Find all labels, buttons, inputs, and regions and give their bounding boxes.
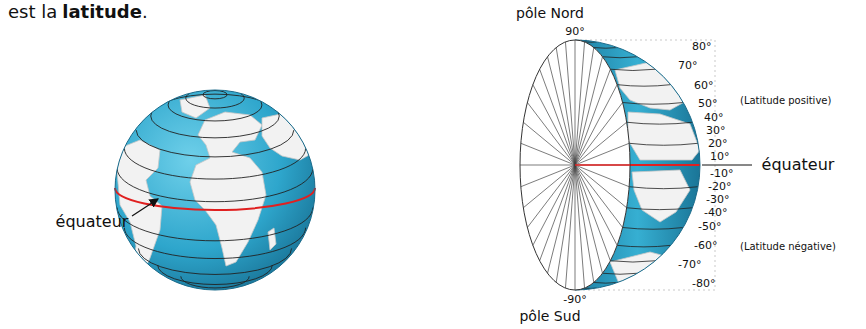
parallel-line (629, 143, 698, 145)
meridian-line (527, 103, 575, 166)
meridian-line (548, 165, 576, 273)
parallel-line (610, 69, 655, 70)
parallel-line (617, 85, 671, 87)
parallel-line (117, 208, 313, 241)
parallel-line (617, 245, 671, 247)
degree-label: 40° (704, 112, 724, 124)
parallel-line (168, 89, 262, 121)
meridian-line (575, 165, 576, 290)
equator-label: équateur (762, 156, 835, 174)
parallel-line (623, 103, 684, 105)
pole-label: pôle Nord (516, 6, 584, 21)
parallel-line (603, 57, 638, 58)
degree-label: 10° (710, 151, 730, 163)
meridian-line (575, 165, 594, 282)
meridian-line (540, 69, 575, 165)
half-globe (520, 40, 752, 290)
degree-label: -60° (694, 240, 717, 252)
meridian-line (575, 165, 623, 228)
sentence-text: est la (8, 2, 57, 22)
degree-label: 80° (692, 41, 712, 53)
parallel-line (627, 208, 693, 210)
degree-label: 60° (694, 80, 714, 92)
degree-label: -90° (563, 294, 586, 306)
degree-label: 50° (698, 98, 718, 110)
parallel-line (610, 261, 655, 262)
parallel-line (594, 47, 618, 49)
parallel-line (603, 273, 638, 274)
keyword-text: latitude (62, 2, 142, 22)
pole-label: pôle Sud (519, 309, 580, 324)
meridian-line (575, 165, 585, 288)
degree-label: -10° (710, 168, 733, 180)
sentence-text: . (142, 2, 148, 22)
meridian-line (521, 165, 575, 187)
degree-label: 20° (708, 138, 728, 150)
degree-label: -40° (704, 207, 727, 219)
equator-label: équateur (56, 213, 129, 231)
parallel-line (186, 88, 244, 108)
parallel-line (124, 148, 305, 179)
degree-label: -80° (692, 278, 715, 290)
parallel-line (629, 187, 698, 189)
meridian-line (533, 165, 575, 245)
degree-label: 70° (678, 60, 698, 72)
left-globe (115, 88, 318, 290)
parallel-line (124, 228, 305, 259)
meridian-line (575, 165, 630, 166)
meridian-line (565, 42, 575, 165)
parallel-line (181, 276, 249, 288)
meridian-line (575, 85, 617, 165)
degree-label: -20° (708, 181, 731, 193)
meridian-line (575, 57, 603, 165)
meridian-line (556, 48, 575, 165)
degree-label: -70° (678, 259, 701, 271)
parallel-line (627, 122, 693, 124)
meridian-line (575, 143, 629, 165)
meridian-line (575, 165, 610, 261)
degree-label: -30° (706, 194, 729, 206)
meridian-line (575, 122, 627, 165)
hemisphere-note: (Latitude négative) (740, 241, 836, 252)
degree-label: -50° (698, 221, 721, 233)
meridian-line (523, 165, 575, 208)
parallel-line (623, 228, 684, 230)
degree-label: 30° (706, 125, 726, 137)
meridian-line (520, 165, 575, 166)
parallel-line (203, 91, 227, 99)
parallel-line (117, 168, 313, 201)
parallel-line (136, 130, 294, 157)
degree-label: 90° (565, 26, 585, 38)
hemisphere-note: (Latitude positive) (740, 95, 831, 106)
meridian-line (575, 40, 576, 165)
